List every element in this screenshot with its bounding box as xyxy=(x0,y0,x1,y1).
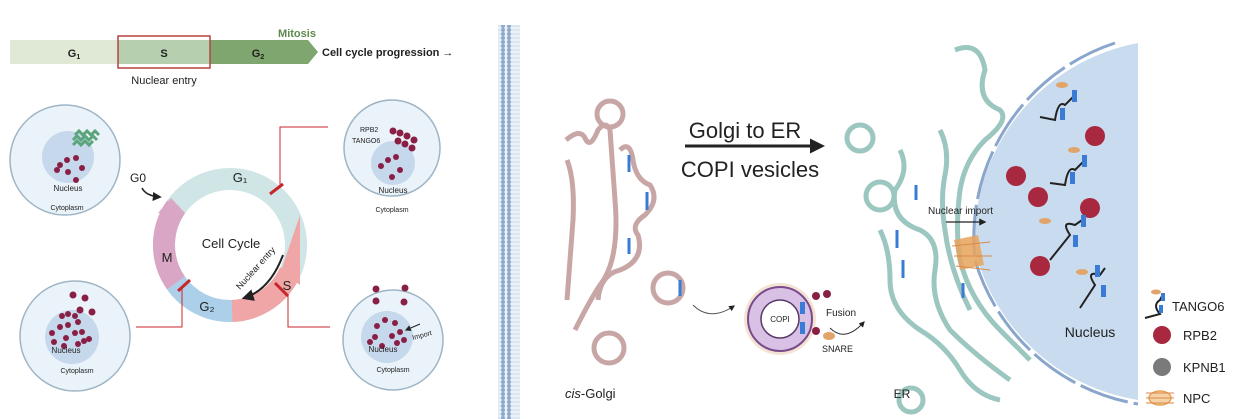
lipid-bilayer-divider xyxy=(498,25,520,419)
tango6-in-nucleus xyxy=(1039,82,1106,309)
nucleus-label: Nucleus xyxy=(1065,324,1116,340)
snare-label: SNARE xyxy=(822,344,853,354)
g0-arrow xyxy=(141,187,162,201)
legend-kpnb1-label: KPNB1 xyxy=(1183,360,1226,375)
ring-m xyxy=(152,200,186,290)
timeline-s xyxy=(118,40,210,64)
nuclear-entry-arrow xyxy=(241,254,284,301)
kpnb1-icon xyxy=(1153,358,1171,376)
npc xyxy=(951,235,992,271)
ring-m-label: M xyxy=(162,250,173,265)
cell-g0-cytoplasm-label: Cytoplasm xyxy=(50,205,83,212)
npc-icon xyxy=(1146,390,1174,406)
legend-rpb2-label: RPB2 xyxy=(1183,328,1217,343)
nuclear-entry-label: Nuclear entry xyxy=(131,75,197,87)
cell-cycle-wheel: G₁ S G₂ M Cell Cycle Nuclear entry G0 xyxy=(130,126,330,328)
fusion-arrow xyxy=(829,321,865,335)
cis-golgi-label: cis-Golgi xyxy=(565,386,616,401)
vesicle-arrow xyxy=(692,304,735,315)
timeline-g1-label: G1 xyxy=(68,48,81,61)
ring-g2-label: G₂ xyxy=(199,299,214,314)
cell-g1-rpb2-label: RPB2 xyxy=(360,127,378,134)
copi-vesicles-title: COPI vesicles xyxy=(681,157,819,182)
g0-label: G0 xyxy=(130,171,146,185)
mitosis-label: Mitosis xyxy=(278,28,316,40)
import-arrow xyxy=(404,323,421,331)
cell-s: Import Nucleus Cytoplasm xyxy=(342,284,444,391)
ring-g1-label: G₁ xyxy=(233,170,248,185)
progression-label: Cell cycle progression → xyxy=(322,47,453,59)
ring-s xyxy=(231,267,301,322)
connector-s xyxy=(287,295,330,328)
cell-s-cytoplasm-label: Cytoplasm xyxy=(376,367,409,374)
cell-g2: Nucleus Cytoplasm xyxy=(19,280,131,392)
rpb2-icon xyxy=(1153,326,1171,344)
cell-g1-nucleus-label: Nucleus xyxy=(379,186,408,195)
ring-s-arrowhead xyxy=(281,215,300,285)
timeline-g1 xyxy=(10,40,118,64)
cell-g1-tango6-label: TANGO6 xyxy=(352,138,380,145)
cell-g2-cytoplasm-label: Cytoplasm xyxy=(60,368,93,375)
nuclear-import-label: Nuclear import xyxy=(928,206,993,217)
cell-s-nucleus-label: Nucleus xyxy=(369,345,398,354)
timeline-g2-label: G2 xyxy=(252,48,265,61)
fusion-label: Fusion xyxy=(826,308,856,319)
nuclear-entry-highlight xyxy=(117,35,211,69)
cell-g0: Nucleus Cytoplasm xyxy=(9,104,121,216)
ring-s-label: S xyxy=(283,278,292,293)
legend: TANGO6 RPB2 KPNB1 NPC xyxy=(1144,289,1226,406)
nucleus xyxy=(974,43,1138,400)
cell-cycle-center-label: Cell Cycle xyxy=(202,236,261,251)
cell-g1-cytoplasm-label: Cytoplasm xyxy=(375,207,408,214)
tango6-icon xyxy=(1144,289,1165,319)
marker-s xyxy=(273,281,290,298)
cell-s-import-label: Import xyxy=(412,330,433,342)
connector-g2 xyxy=(136,287,183,328)
copi-vesicle: COPI xyxy=(744,283,835,355)
golgi-to-er-title: Golgi to ER xyxy=(689,118,802,143)
copi-label: COPI xyxy=(770,315,790,324)
cis-golgi xyxy=(564,98,686,366)
tango6-on-er xyxy=(895,185,965,298)
er-label: ER xyxy=(894,387,911,401)
marker-g2 xyxy=(176,278,192,293)
endoplasmic-reticulum xyxy=(844,45,1032,415)
legend-npc-label: NPC xyxy=(1183,391,1210,406)
connector-g1 xyxy=(279,126,328,188)
legend-tango6-label: TANGO6 xyxy=(1172,299,1225,314)
cell-g1: RPB2 TANGO6 Nucleus Cytoplasm xyxy=(343,99,441,214)
marker-g1 xyxy=(269,182,284,196)
ring-m-arrowhead xyxy=(158,198,185,213)
cell-g0-nucleus-label: Nucleus xyxy=(54,184,83,193)
timeline-s-label: S xyxy=(160,48,167,60)
cell-g2-nucleus-label: Nucleus xyxy=(52,346,81,355)
rpb2-in-nucleus xyxy=(1006,126,1105,276)
tango6-on-golgi xyxy=(627,155,682,296)
timeline-g2 xyxy=(210,40,318,64)
cell-cycle-timeline: G1 S G2 Mitosis Cell cycle progression →… xyxy=(10,28,453,87)
